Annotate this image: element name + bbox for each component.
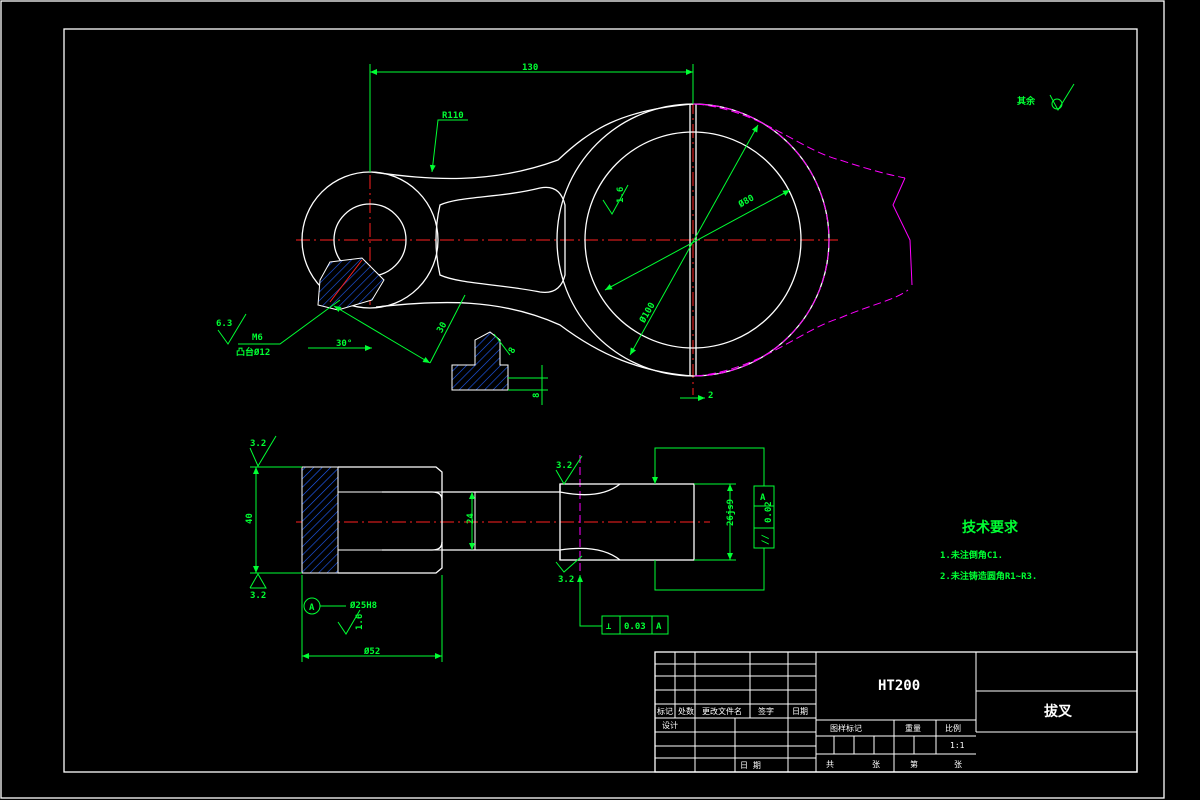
tb-approve: 日 期 — [740, 761, 761, 770]
tb-sheet-a: 张 — [872, 760, 880, 769]
tb-label-date: 日期 — [792, 707, 808, 716]
fcf-parallel-datum: A — [760, 493, 766, 503]
rough-other-label: 其余 — [1017, 95, 1036, 107]
tb-scale: 1:1 — [950, 741, 965, 750]
dim-40: 40 — [245, 513, 255, 524]
tb-label-sign: 签字 — [758, 706, 774, 716]
dim-130: 130 — [522, 63, 538, 73]
fcf-perp-datum: A — [656, 622, 662, 632]
dim-section8: 8 — [507, 346, 518, 356]
dim-52: Ø52 — [363, 646, 380, 657]
tb-part-name: 拔叉 — [1044, 703, 1073, 720]
outer-border — [0, 0, 1165, 799]
tb-stage-weight: 重量 — [905, 723, 921, 733]
dim-24: 24 — [466, 513, 476, 524]
fcf-parallel-symbol: // — [761, 534, 771, 545]
dim-30w: 30 — [435, 321, 449, 335]
title-block: 标记 处数 更改文件名 签字 日期 设计 日 期 HT200 拔叉 图样标记 重… — [654, 651, 1138, 773]
dim-r110: R110 — [442, 111, 464, 121]
dim-30deg: 30° — [336, 339, 352, 349]
dim-counterbore: 凸台Ø12 — [236, 346, 270, 358]
tb-stage-scale: 比例 — [945, 723, 961, 733]
fcf-parallel-value: 0.02 — [764, 501, 774, 523]
dim-dia80: Ø80 — [736, 192, 756, 210]
fcf-perp-value: 0.03 — [624, 622, 646, 632]
tb-material: HT200 — [878, 678, 920, 694]
dim-25h8: Ø25H8 — [349, 600, 377, 611]
dim-m6: M6 — [252, 333, 263, 343]
dim-dia100: Ø100 — [637, 301, 658, 326]
rough-32d: 3.2 — [558, 575, 574, 585]
top-view: 130 R110 Ø80 Ø100 1.6 30 30° M6 凸台Ø12 6.… — [216, 63, 1075, 405]
tb-sheet-b: 张 — [954, 760, 962, 769]
bottom-view: 40 3.2 3.2 24 3.2 3.2 26js9 A 0.02 // A … — [245, 435, 775, 662]
tb-label-count: 处数 — [678, 706, 694, 716]
technical-requirements: 技术要求 1.未注倒角C1. 2.未注铸造圆角R1~R3. — [940, 519, 1037, 582]
rough-32a: 3.2 — [250, 439, 266, 449]
fcf-perp-symbol: ⊥ — [606, 622, 612, 632]
rough-32c: 3.2 — [556, 461, 572, 471]
tb-stage-drawing-mark: 图样标记 — [830, 723, 862, 733]
dim-section8b: 8 — [532, 393, 542, 398]
tech-req-line1: 1.未注倒角C1. — [940, 549, 1003, 561]
dim-gap2: 2 — [708, 391, 713, 401]
tb-page: 第 — [910, 759, 918, 769]
rough-16a: 1.6 — [616, 187, 626, 203]
tb-total: 共 — [826, 760, 834, 769]
datum-a: A — [309, 603, 315, 613]
tb-label-file: 更改文件名 — [702, 706, 742, 716]
dim-26js9: 26js9 — [725, 499, 736, 526]
rough-63: 6.3 — [216, 319, 232, 329]
tb-designer: 设计 — [662, 720, 678, 730]
inner-border — [63, 28, 1138, 773]
tech-req-title: 技术要求 — [962, 519, 1019, 536]
rough-16b: 1.6 — [355, 614, 365, 630]
tech-req-line2: 2.未注铸造圆角R1~R3. — [940, 570, 1037, 582]
tb-label-mark: 标记 — [657, 706, 673, 716]
rough-32b: 3.2 — [250, 591, 266, 601]
